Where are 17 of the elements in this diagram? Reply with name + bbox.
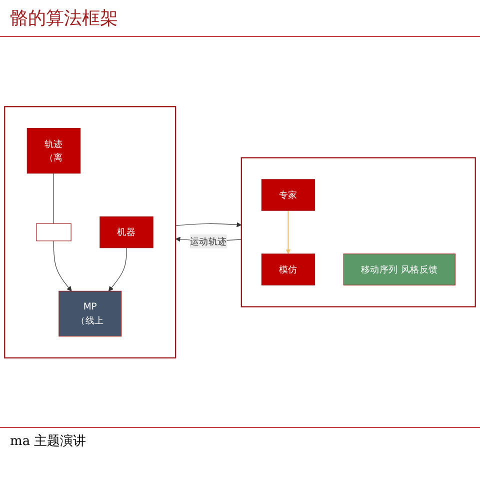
node-box: 专家 (261, 178, 316, 211)
node-box: MP （线上 (58, 290, 122, 336)
node-box (36, 223, 72, 241)
arrow (175, 222, 242, 228)
node-box: 移动序列 风格反馈 (343, 253, 456, 286)
edge-label: 运动轨迹 (190, 235, 227, 246)
diagram-title: 骼的算法框架 (0, 0, 480, 37)
arrow (286, 210, 291, 254)
node-box: 轨迹 （离 (26, 128, 81, 174)
arrow (108, 247, 127, 292)
node-box: 机器 (100, 216, 154, 248)
source-caption: ma 主题演讲 (0, 427, 480, 454)
node-box: 模仿 (261, 253, 316, 286)
cluster (4, 106, 176, 358)
cluster (240, 156, 476, 308)
connector (53, 172, 54, 224)
arrow (53, 240, 72, 292)
